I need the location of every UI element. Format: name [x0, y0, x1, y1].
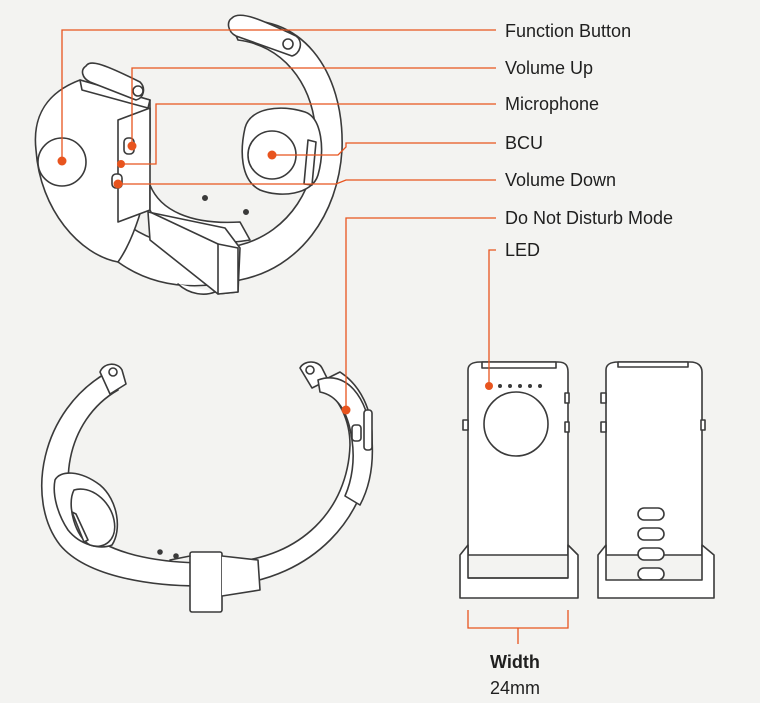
label-microphone: Microphone	[505, 94, 600, 114]
dot-do-not-disturb	[341, 405, 351, 415]
label-volume-down: Volume Down	[505, 170, 617, 190]
device-front-view	[459, 361, 579, 599]
dot-function-button	[57, 156, 67, 166]
label-volume-up: Volume Up	[505, 58, 594, 78]
dot-volume-down	[113, 179, 123, 189]
width-title: Width	[490, 652, 540, 672]
device-back-view	[597, 361, 715, 599]
label-do-not-disturb: Do Not Disturb Mode	[505, 208, 674, 228]
label-bcu: BCU	[505, 133, 544, 153]
callout-dots	[57, 141, 493, 415]
band-perspective-view	[34, 14, 343, 295]
band-side-view	[41, 361, 374, 613]
dot-microphone	[117, 160, 125, 168]
label-function-button: Function Button	[505, 21, 632, 41]
dot-led	[485, 382, 493, 390]
dot-volume-up	[127, 141, 137, 151]
width-value: 24mm	[490, 678, 541, 698]
dot-bcu	[267, 150, 277, 160]
label-led: LED	[505, 240, 541, 260]
callout-lines	[61, 29, 569, 644]
